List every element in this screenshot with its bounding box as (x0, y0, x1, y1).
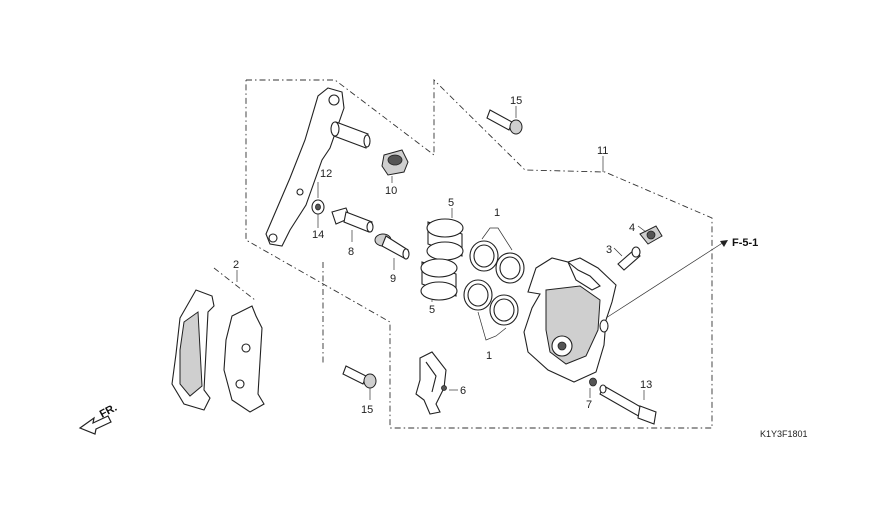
pin-boot (381, 149, 409, 176)
front-direction-arrow (78, 415, 112, 435)
callout-7: 7 (586, 399, 592, 411)
bolt-lower (342, 365, 377, 389)
brake-pad-front (171, 289, 215, 411)
caliper-body (523, 257, 617, 383)
piston-upper (426, 218, 464, 261)
callout-2: 2 (233, 259, 239, 271)
caliper-pin (599, 384, 657, 425)
callout-3: 3 (606, 244, 612, 256)
bleeder-cap (639, 225, 663, 245)
callout-6: 6 (460, 385, 466, 397)
o-ring (589, 377, 597, 387)
piston-seals-upper (469, 240, 525, 284)
brake-pad-rear (223, 305, 265, 413)
callout-13: 13 (640, 379, 652, 391)
callout-14: 14 (312, 229, 324, 241)
reference-arrowhead (720, 240, 728, 247)
bolt-upper (486, 109, 523, 135)
pad-spring (415, 351, 447, 415)
callout-4: 4 (629, 222, 635, 234)
callout-8: 8 (348, 246, 354, 258)
pad-set-outline (213, 267, 256, 301)
callout-5-top: 5 (448, 197, 454, 209)
diagram-code: K1Y3F1801 (760, 429, 808, 439)
callout-1-bottom: 1 (486, 350, 492, 362)
callout-1-top: 1 (494, 207, 500, 219)
callout-15-top: 15 (510, 95, 522, 107)
caliper-assembly-outline (245, 78, 713, 429)
piston-seals-lower (463, 279, 519, 326)
callout-9: 9 (390, 273, 396, 285)
callout-15-bottom: 15 (361, 404, 373, 416)
section-reference-label[interactable]: F-5-1 (732, 237, 758, 249)
front-direction-label: FR. (98, 402, 119, 421)
callout-11: 11 (597, 145, 608, 157)
callout-12: 12 (320, 168, 332, 180)
callout-10: 10 (385, 185, 397, 197)
caliper-bracket (265, 87, 371, 247)
slide-pin (374, 233, 410, 260)
pin-bolt (331, 207, 374, 233)
callout-5-bottom: 5 (429, 304, 435, 316)
piston-lower (420, 258, 458, 301)
bleeder-screw (617, 246, 641, 271)
